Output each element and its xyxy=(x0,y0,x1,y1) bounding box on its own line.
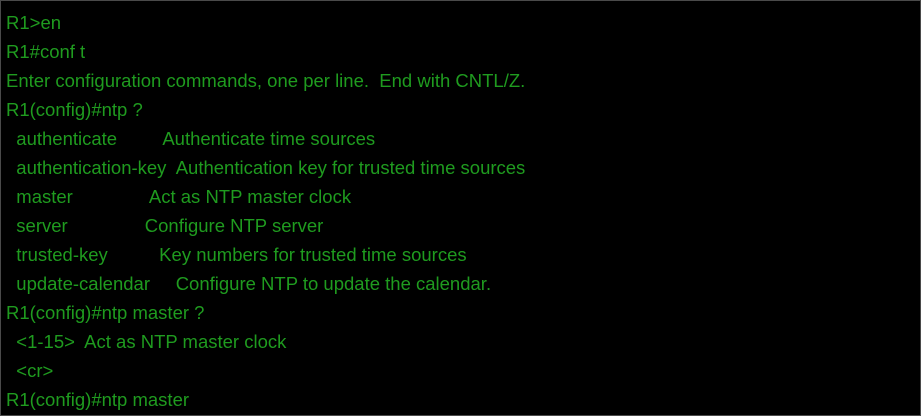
help-update-calendar: update-calendar Configure NTP to update … xyxy=(6,273,492,294)
prompt-ntp-master: R1(config)#ntp master xyxy=(6,389,190,410)
help-authentication-key: authentication-key Authentication key fo… xyxy=(6,157,526,178)
help-authenticate: authenticate Authenticate time sources xyxy=(6,128,376,149)
help-server: server Configure NTP server xyxy=(6,215,324,236)
prompt-ntp-master-help: R1(config)#ntp master ? xyxy=(6,302,205,323)
help-stratum-range: <1-15> Act as NTP master clock xyxy=(6,331,287,352)
help-trusted-key: trusted-key Key numbers for trusted time… xyxy=(6,244,467,265)
prompt-conf-t: R1#conf t xyxy=(6,41,86,62)
help-master: master Act as NTP master clock xyxy=(6,186,352,207)
config-mode-message: Enter configuration commands, one per li… xyxy=(6,70,526,91)
prompt-enable: R1>en xyxy=(6,12,62,33)
prompt-ntp-help: R1(config)#ntp ? xyxy=(6,99,143,120)
help-cr: <cr> xyxy=(6,360,54,381)
